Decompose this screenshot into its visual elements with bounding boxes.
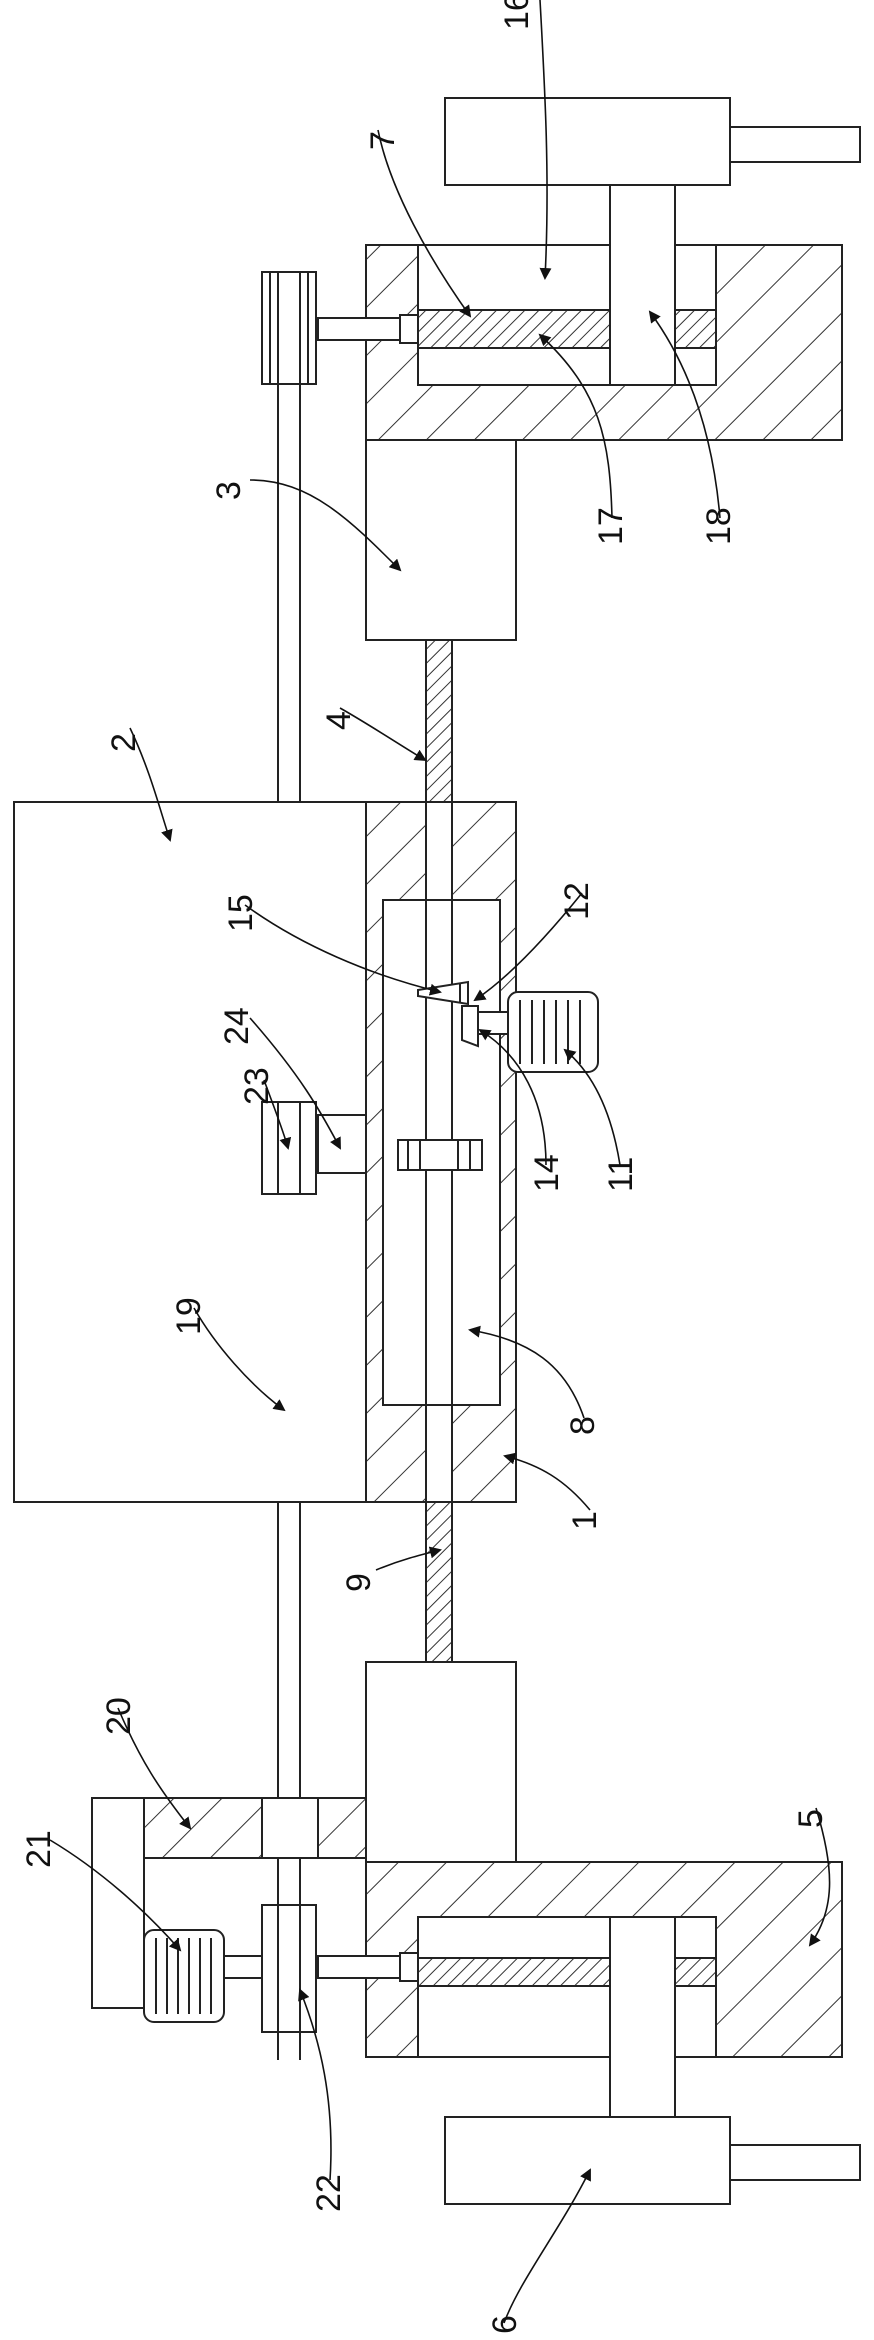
bevel-gear-pair [417, 980, 509, 1048]
leader-20 [117, 1707, 192, 1830]
leader-24 [249, 1017, 341, 1150]
label-8: 8 [564, 1416, 602, 1435]
leader-1 [503, 1452, 591, 1511]
leader-6 [503, 2168, 591, 2324]
lower-cylinder [444, 2116, 861, 2205]
label-9: 9 [340, 1573, 378, 1592]
label-4: 4 [320, 711, 358, 730]
leader-11 [563, 1048, 621, 1166]
leader-16 [539, 0, 552, 280]
reference-labels: 16 7 17 18 3 4 2 15 12 24 23 14 11 19 8 … [20, 0, 830, 2334]
label-19: 19 [170, 1297, 208, 1335]
motor-bracket [91, 1797, 367, 2009]
label-14: 14 [528, 1154, 566, 1192]
label-23: 23 [238, 1067, 276, 1105]
leader-21 [49, 1839, 182, 1952]
top-shaft-collar [399, 314, 419, 344]
leader-3 [249, 479, 402, 572]
belt-connector [317, 1114, 367, 1174]
label-2: 2 [105, 733, 143, 752]
upper-screw-rod [425, 639, 453, 806]
leader-14 [478, 1028, 547, 1166]
leader-15 [244, 904, 442, 996]
label-7: 7 [364, 131, 402, 150]
label-24: 24 [218, 1007, 256, 1045]
leader-17 [538, 333, 613, 519]
label-5: 5 [792, 1809, 830, 1828]
label-22: 22 [310, 2174, 348, 2212]
label-16: 16 [498, 0, 536, 30]
leader-18 [648, 310, 721, 519]
leader-23 [263, 1079, 292, 1150]
leader-7 [377, 129, 472, 318]
leader-4 [339, 707, 427, 762]
drive-motor [143, 1929, 263, 2023]
leader-12 [473, 892, 583, 1002]
lower-screw-rod [425, 1501, 453, 1663]
label-11: 11 [602, 1157, 640, 1192]
label-3: 3 [210, 481, 248, 500]
label-12: 12 [558, 882, 596, 920]
label-21: 21 [20, 1830, 58, 1868]
slider-block-upper [365, 439, 517, 641]
slider-block-lower [365, 1661, 517, 1863]
leader-19 [193, 1307, 286, 1412]
lower-shaft-collar [399, 1952, 419, 1982]
leader-2 [129, 727, 173, 842]
label-15: 15 [222, 894, 260, 932]
label-18: 18 [700, 507, 738, 545]
leader-9 [375, 1546, 442, 1571]
shaft-coupling [397, 1139, 483, 1171]
label-20: 20 [100, 1697, 138, 1735]
leader-8 [468, 1325, 585, 1419]
middle-pulley [261, 1101, 317, 1195]
label-6: 6 [486, 2315, 524, 2334]
leader-5 [808, 1807, 831, 1947]
label-17: 17 [592, 507, 630, 545]
top-cylinder [444, 97, 861, 186]
gear-motor [507, 991, 599, 1073]
top-pulley [261, 271, 317, 385]
leader-22 [298, 1988, 332, 2181]
label-1: 1 [566, 1511, 604, 1530]
lower-support-block [365, 1861, 843, 2118]
top-support-block [365, 184, 843, 441]
